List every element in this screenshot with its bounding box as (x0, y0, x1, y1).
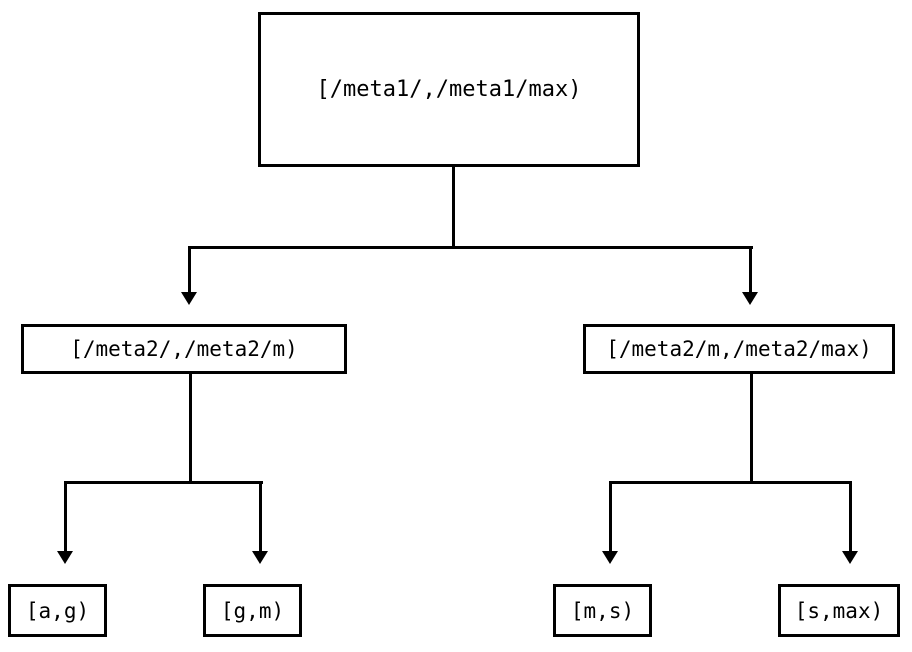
arrowhead-down-icon-leaf-2 (252, 551, 268, 564)
tree-node-leaf-4[interactable]: [s,max) (778, 584, 900, 637)
edge-root-bar (189, 246, 753, 249)
edge-root-to-internal-right (749, 246, 752, 293)
edge-internal-left-bar (65, 481, 263, 484)
arrowhead-down-icon-root-right (742, 292, 758, 305)
edge-internal-right-to-leaf-4 (849, 481, 852, 552)
edge-internal-left-stem (189, 374, 192, 483)
edge-root-to-internal-left (188, 246, 191, 293)
tree-node-internal-left[interactable]: [/meta2/,/meta2/m) (21, 324, 347, 374)
arrowhead-down-icon-leaf-3 (602, 551, 618, 564)
arrowhead-down-icon-root-left (181, 292, 197, 305)
tree-node-internal-right[interactable]: [/meta2/m,/meta2/max) (583, 324, 895, 374)
edge-internal-right-stem (750, 374, 753, 483)
arrowhead-down-icon-leaf-4 (842, 551, 858, 564)
tree-node-leaf-3[interactable]: [m,s) (553, 584, 652, 637)
edge-root-stem (452, 167, 455, 249)
tree-node-root[interactable]: [/meta1/,/meta1/max) (258, 12, 640, 167)
edge-internal-right-bar (610, 481, 852, 484)
edge-internal-left-to-leaf-1 (64, 481, 67, 552)
edge-internal-left-to-leaf-2 (259, 481, 262, 552)
tree-node-leaf-2[interactable]: [g,m) (203, 584, 302, 637)
arrowhead-down-icon-leaf-1 (57, 551, 73, 564)
edge-internal-right-to-leaf-3 (609, 481, 612, 552)
tree-node-leaf-1[interactable]: [a,g) (8, 584, 107, 637)
